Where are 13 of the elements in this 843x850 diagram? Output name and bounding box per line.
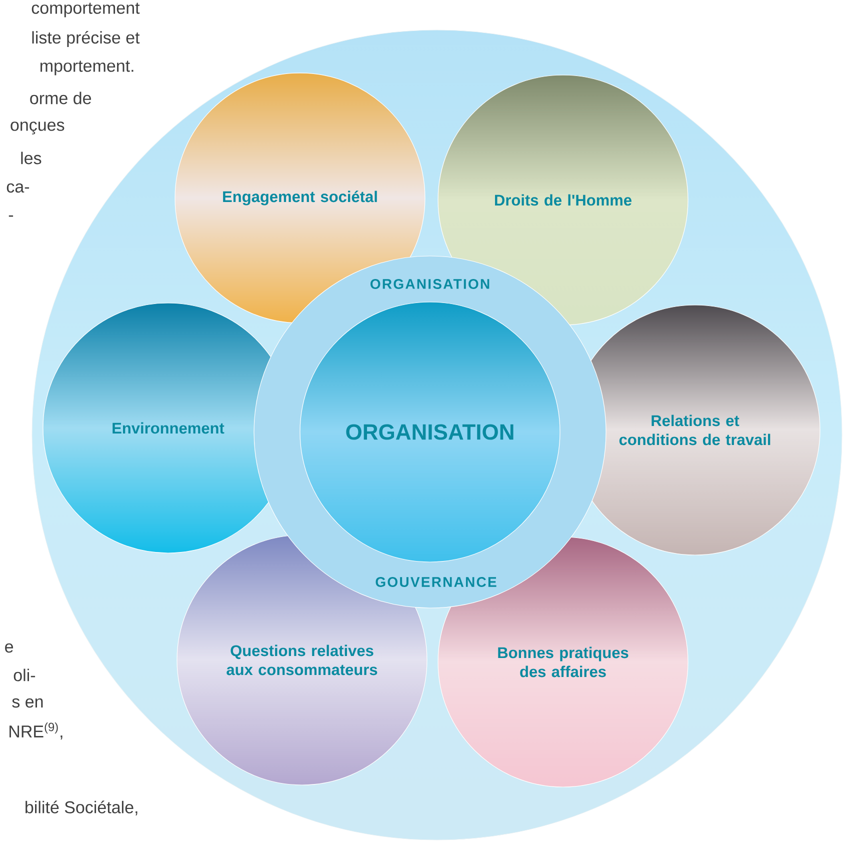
body-text: s en [12,698,43,708]
body-text: onçues [10,122,64,134]
body-text: NRE$^{(9)}$, [10,722,62,740]
body-text: liste précise et [32,30,140,47]
body-text: comportement [32,2,140,18]
body-text: orme de [30,92,92,104]
body-text: e [5,643,14,653]
body-text: ca- [6,183,30,193]
body-text: oli- [14,668,36,682]
body-text: les [21,152,42,164]
body-text: mportement. [40,60,134,76]
body-text: bilité Sociétale, [26,800,138,816]
body-text: - [8,215,14,217]
